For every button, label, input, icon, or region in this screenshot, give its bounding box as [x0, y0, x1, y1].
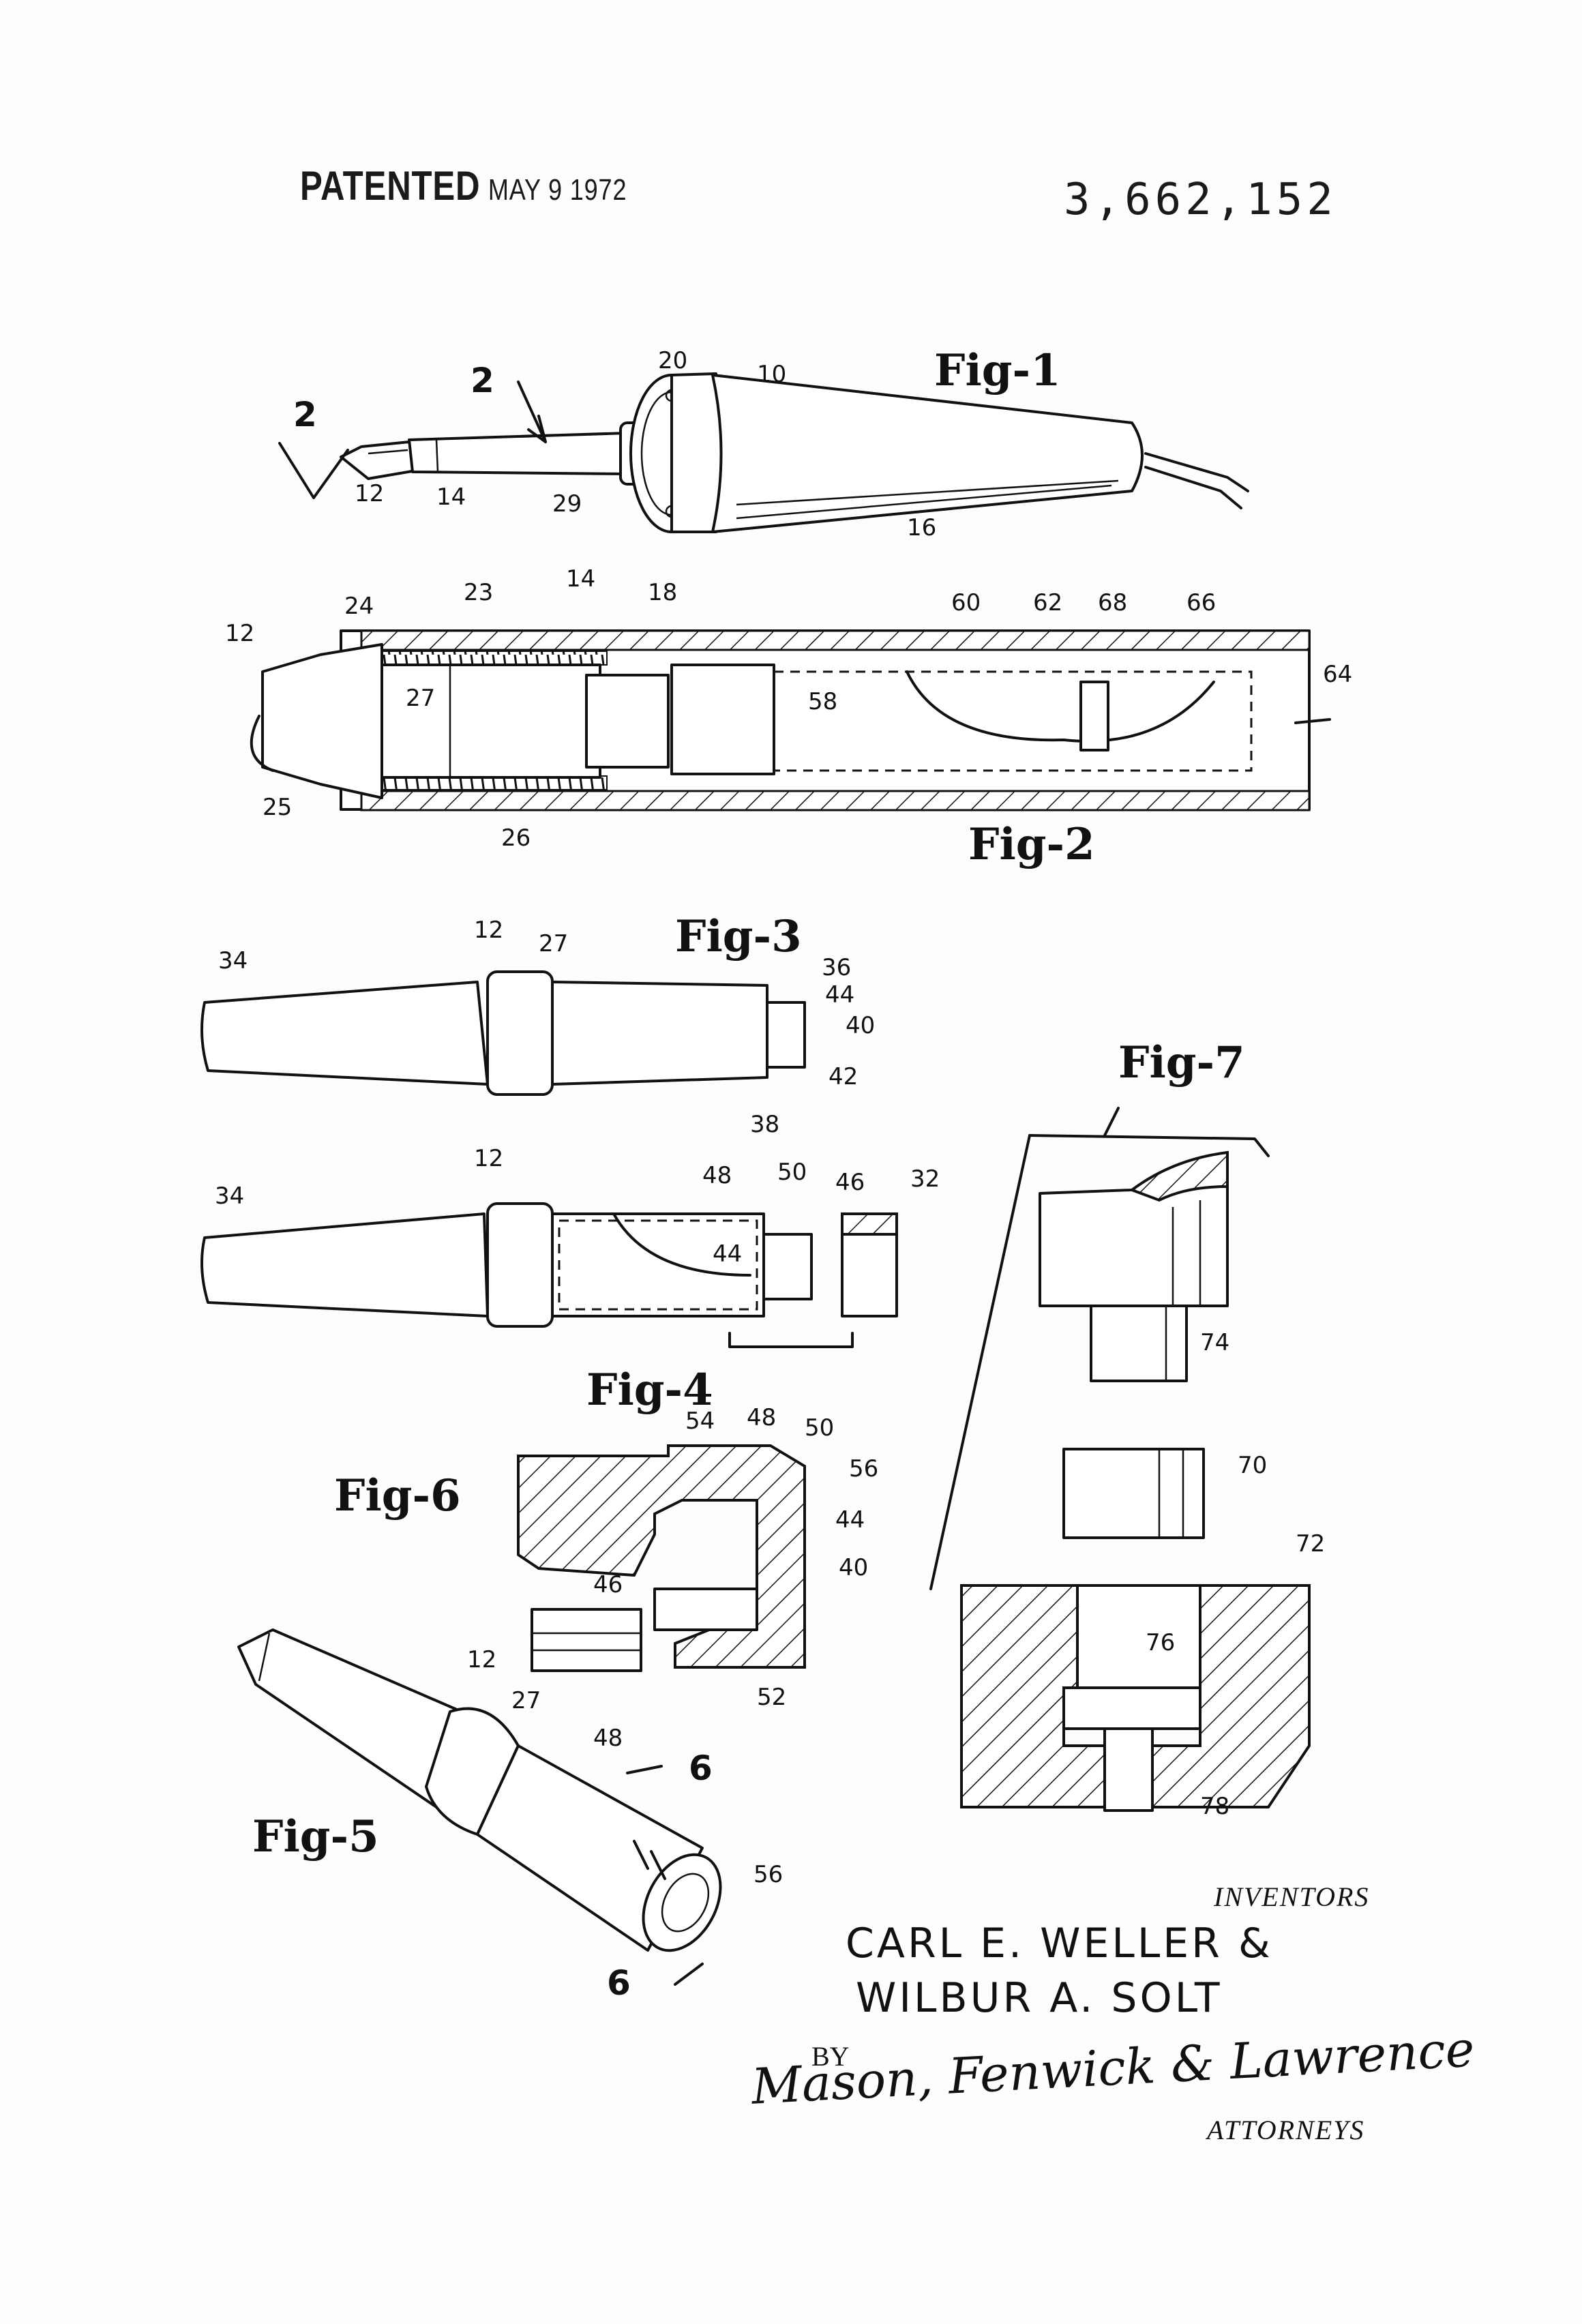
figure-5-labels: 12 27 48 6 56 6 Fig-5 — [252, 1646, 783, 2003]
fig7-ref-70: 70 — [1238, 1452, 1267, 1479]
fig1-ref-29: 29 — [552, 490, 582, 518]
fig2-ref-60: 60 — [951, 589, 981, 616]
fig7-ref-78: 78 — [1200, 1793, 1229, 1820]
fig2-ref-64: 64 — [1323, 661, 1352, 688]
figure-7-labels: 74 70 72 76 78 Fig-7 — [1118, 1037, 1325, 1820]
fig4-ref-32: 32 — [910, 1165, 940, 1193]
figure-2-labels: 12 24 23 14 18 60 62 68 66 64 27 58 25 2… — [225, 565, 1352, 870]
figure-4 — [200, 1202, 898, 1348]
fig6-ref-48: 48 — [747, 1404, 776, 1431]
fig2-ref-23: 23 — [464, 579, 493, 606]
fig5-ref-12: 12 — [467, 1646, 496, 1673]
fig1-ref-10: 10 — [757, 361, 786, 388]
fig6-ref-46: 46 — [593, 1571, 623, 1598]
figure-5 — [237, 1628, 722, 1986]
fig5-section-6-bottom: 6 — [607, 1963, 631, 2003]
figure-4-labels: 12 34 48 50 46 32 44 Fig-4 — [215, 1145, 940, 1416]
fig1-ref-12: 12 — [355, 480, 384, 507]
fig5-section-6-top: 6 — [689, 1748, 713, 1788]
figure-7 — [929, 1107, 1311, 1812]
figure-6 — [517, 1444, 806, 1672]
patent-number: 3,662,152 — [1064, 175, 1337, 225]
fig4-ref-12: 12 — [474, 1145, 503, 1172]
fig6-ref-50: 50 — [805, 1414, 834, 1442]
fig1-section-label-b: 2 — [471, 361, 494, 400]
fig1-title: Fig-1 — [934, 345, 1061, 396]
fig4-ref-44: 44 — [713, 1240, 742, 1268]
fig4-title: Fig-4 — [586, 1365, 713, 1416]
fig3-ref-36: 36 — [822, 954, 851, 981]
fig3-ref-34: 34 — [218, 947, 248, 974]
attorneys-caption: ATTORNEYS — [1207, 2115, 1365, 2145]
fig3-ref-44: 44 — [825, 981, 854, 1009]
fig6-ref-52: 52 — [757, 1684, 786, 1711]
inventor-name-2: WILBUR A. SOLT — [856, 1974, 1223, 2022]
fig2-ref-68: 68 — [1098, 589, 1127, 616]
fig7-title: Fig-7 — [1118, 1037, 1245, 1088]
fig5-ref-48: 48 — [593, 1725, 623, 1752]
fig4-ref-48: 48 — [702, 1162, 732, 1189]
fig1-ref-14: 14 — [436, 483, 466, 511]
fig1-ref-20: 20 — [658, 347, 687, 374]
fig6-title: Fig-6 — [334, 1470, 461, 1521]
patented-label: PATENTED — [300, 163, 481, 209]
fig2-ref-24: 24 — [344, 593, 374, 620]
fig4-ref-46: 46 — [835, 1169, 865, 1196]
fig5-ref-56: 56 — [753, 1861, 783, 1888]
inventors-caption: INVENTORS — [1214, 1881, 1370, 1912]
fig2-ref-14: 14 — [566, 565, 595, 593]
fig2-ref-66: 66 — [1186, 589, 1216, 616]
fig6-ref-54: 54 — [685, 1407, 715, 1435]
fig7-ref-72: 72 — [1296, 1530, 1325, 1558]
fig2-ref-18: 18 — [648, 579, 677, 606]
fig2-ref-12: 12 — [225, 620, 254, 647]
fig6-ref-56: 56 — [849, 1455, 878, 1483]
fig3-ref-42: 42 — [829, 1063, 858, 1090]
fig2-ref-27: 27 — [406, 685, 435, 712]
by-label: BY — [811, 2041, 850, 2072]
figure-1-labels: 2 2 10 20 12 14 29 16 Fig-1 — [293, 345, 1061, 541]
fig3-ref-40: 40 — [846, 1012, 875, 1039]
figure-2 — [250, 629, 1331, 811]
fig4-ref-50: 50 — [777, 1159, 807, 1186]
fig3-ref-27: 27 — [539, 930, 568, 957]
fig2-ref-62: 62 — [1033, 589, 1062, 616]
inventor-name-1: CARL E. WELLER & — [846, 1920, 1273, 1967]
fig2-ref-58: 58 — [808, 688, 837, 715]
fig7-ref-76: 76 — [1146, 1629, 1175, 1656]
figure-3 — [200, 970, 806, 1096]
patent-date: MAY 9 1972 — [488, 173, 627, 207]
fig3-ref-38: 38 — [750, 1111, 779, 1138]
fig4-ref-34: 34 — [215, 1182, 244, 1210]
fig5-ref-27: 27 — [511, 1687, 541, 1714]
figure-6-labels: 54 48 50 56 44 40 46 52 Fig-6 — [334, 1404, 878, 1711]
fig6-ref-44: 44 — [835, 1506, 865, 1534]
fig3-ref-12: 12 — [474, 917, 503, 944]
figure-3-labels: 34 12 27 36 44 40 42 38 Fig-3 — [218, 911, 875, 1138]
fig2-title: Fig-2 — [968, 819, 1095, 870]
fig2-ref-25: 25 — [263, 794, 292, 821]
fig5-title: Fig-5 — [252, 1811, 379, 1862]
fig1-ref-16: 16 — [907, 514, 936, 541]
fig3-title: Fig-3 — [675, 911, 802, 962]
fig6-ref-40: 40 — [839, 1554, 868, 1581]
figure-1 — [278, 372, 1249, 533]
fig1-section-label-a: 2 — [293, 395, 317, 434]
fig7-ref-74: 74 — [1200, 1329, 1229, 1356]
fig2-ref-26: 26 — [501, 824, 531, 852]
